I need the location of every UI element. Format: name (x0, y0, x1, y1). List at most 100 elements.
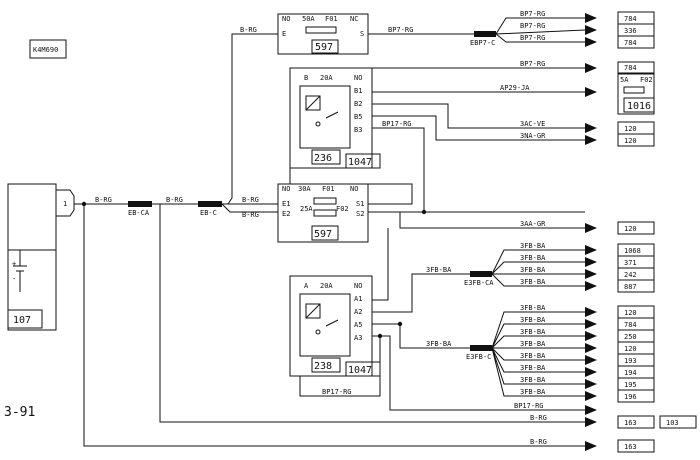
battery: 107 + - 1 (7, 183, 75, 331)
svg-text:3FB-BA: 3FB-BA (520, 266, 546, 274)
svg-text:A: A (304, 282, 309, 290)
relay-236-connector: 1047 (348, 157, 372, 168)
battery-ref: 107 (13, 315, 31, 326)
svg-text:30A: 30A (298, 185, 311, 193)
svg-text:193: 193 (624, 357, 637, 365)
svg-text:NO: NO (354, 282, 362, 290)
relay-236: B 20A 236 1047 NO B1 B2 B5 B3 (289, 67, 381, 169)
svg-text:A3: A3 (354, 334, 362, 342)
svg-text:784: 784 (624, 321, 637, 329)
svg-text:S1: S1 (356, 200, 364, 208)
svg-text:BP7-RG: BP7-RG (520, 34, 545, 42)
svg-text:E1: E1 (282, 200, 290, 208)
wire-label-b-rg-1: B-RG (95, 196, 112, 204)
svg-text:120: 120 (624, 137, 637, 145)
wire-label-3aa: 3AA-GR (520, 220, 546, 228)
wire-label-ap29: AP29-JA (500, 84, 530, 92)
relay-238-connector: 1047 (348, 365, 372, 376)
svg-text:1068: 1068 (624, 247, 641, 255)
wire-label-3fb-ca: 3FB-BA (426, 266, 452, 274)
splice-e3fb-c-label: E3FB-C (466, 353, 491, 361)
svg-text:103: 103 (666, 419, 679, 427)
splice-eb-c-label: EB-C (200, 209, 217, 217)
svg-text:20A: 20A (320, 74, 333, 82)
splice-eb-ca (128, 201, 152, 207)
fuse-597-bottom: NO 30A F01 NO E1 E2 25A F02 S1 S2 597 (277, 183, 369, 243)
svg-text:784: 784 (624, 64, 637, 72)
svg-text:3FB-BA: 3FB-BA (520, 254, 546, 262)
svg-text:3FB-BA: 3FB-BA (520, 388, 546, 396)
wire-label-3na: 3NA-GR (520, 132, 546, 140)
svg-text:BP7-RG: BP7-RG (520, 10, 545, 18)
svg-text:3FB-BA: 3FB-BA (520, 316, 546, 324)
svg-text:196: 196 (624, 393, 637, 401)
svg-text:E: E (282, 30, 286, 38)
svg-text:1016: 1016 (627, 101, 651, 112)
svg-text:NO: NO (354, 74, 362, 82)
svg-text:163: 163 (624, 443, 637, 451)
svg-text:336: 336 (624, 27, 637, 35)
svg-text:F02: F02 (336, 205, 349, 213)
wire-label-b-rg-6: B-RG (530, 414, 547, 422)
page-ref: 3-91 (4, 405, 35, 420)
splice-eb-ca-label: EB-CA (128, 209, 150, 217)
svg-text:163: 163 (624, 419, 637, 427)
wire-label-b-rg-3: B-RG (240, 26, 257, 34)
svg-text:3FB-BA: 3FB-BA (520, 376, 546, 384)
svg-text:3FB-BA: 3FB-BA (520, 364, 546, 372)
svg-text:887: 887 (624, 283, 637, 291)
svg-text:NO: NO (350, 185, 358, 193)
svg-text:784: 784 (624, 15, 637, 23)
svg-text:B5: B5 (354, 113, 362, 121)
svg-text:B2: B2 (354, 100, 362, 108)
svg-text:3FB-BA: 3FB-BA (520, 328, 546, 336)
svg-text:S: S (360, 30, 364, 38)
splice-eb-c (198, 201, 222, 207)
fuse-1016: 5A F02 1016 (617, 73, 655, 115)
wire-label-b-rg-7: B-RG (530, 438, 547, 446)
wire-label-bp17-3: BP17-RG (514, 402, 544, 410)
splice-e3fb-ca-label: E3FB-CA (464, 279, 494, 287)
dest-e3fb-c-group: 120 784 250 120 193 194 195 196 (617, 305, 655, 403)
svg-text:25A: 25A (300, 205, 313, 213)
splice-e3fb-c (470, 345, 492, 351)
svg-text:A2: A2 (354, 308, 362, 316)
fuse-597-ref: 597 (315, 42, 333, 53)
svg-text:F01: F01 (325, 15, 338, 23)
svg-text:120: 120 (624, 345, 637, 353)
module-code-box (29, 39, 67, 59)
dest-bp7-single: 784 (617, 61, 655, 74)
relay-238-ref: 238 (314, 361, 332, 372)
module-code: K4M690 (33, 46, 58, 54)
wire-label-b-rg-4: B-RG (242, 196, 259, 204)
dest-e3fb-ca-group: 1068 371 242 887 (617, 243, 655, 293)
svg-text:3FB-BA: 3FB-BA (520, 242, 546, 250)
svg-text:195: 195 (624, 381, 637, 389)
splice-ebp7-c-label: EBP7-C (470, 39, 495, 47)
svg-text:5A: 5A (620, 76, 629, 84)
battery-pin: 1 (63, 200, 67, 208)
svg-text:B3: B3 (354, 126, 362, 134)
svg-text:20A: 20A (320, 282, 333, 290)
battery-plus: + (12, 260, 16, 268)
svg-text:E2: E2 (282, 210, 290, 218)
wire-label-bp17-2: BP17-RG (322, 388, 352, 396)
dest-bp7-group: 784 336 784 (617, 11, 655, 49)
svg-text:BP7-RG: BP7-RG (520, 60, 545, 68)
svg-text:371: 371 (624, 259, 637, 267)
svg-text:120: 120 (624, 225, 637, 233)
dest-163-a: 163 103 (617, 415, 697, 429)
svg-text:3FB-BA: 3FB-BA (520, 304, 546, 312)
wire-label-b-rg-5: B-RG (242, 211, 259, 219)
battery-minus: - (12, 275, 16, 283)
svg-text:B: B (304, 74, 308, 82)
svg-text:F02: F02 (640, 76, 653, 84)
svg-text:242: 242 (624, 271, 637, 279)
svg-text:784: 784 (624, 39, 637, 47)
wire-label-b-rg-2: B-RG (166, 196, 183, 204)
svg-text:597: 597 (314, 229, 332, 240)
wire-label-3ac: 3AC-VE (520, 120, 545, 128)
wire-label-3fb-c: 3FB-BA (426, 340, 452, 348)
arrow-bp7-group (585, 13, 597, 47)
